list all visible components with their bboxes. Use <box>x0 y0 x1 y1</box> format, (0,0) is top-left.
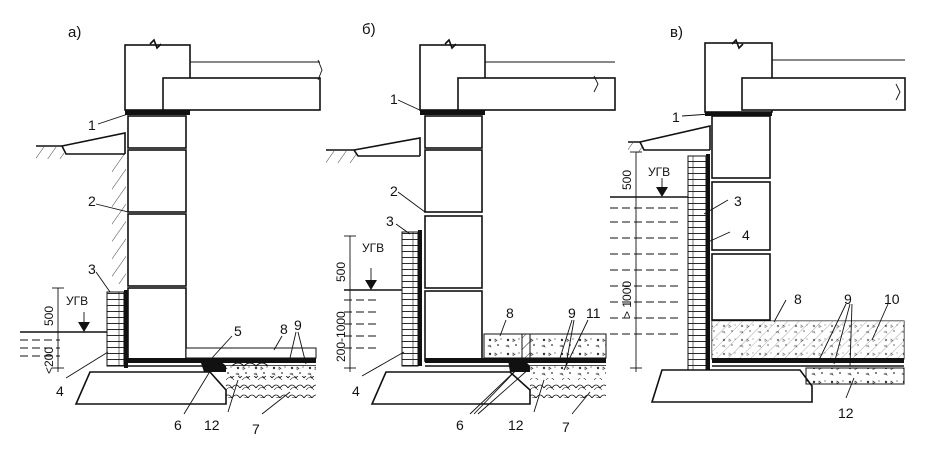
panel-a-floor <box>128 347 317 398</box>
panel-b-label-4: 4 <box>352 383 360 399</box>
panel-b-label-3: 3 <box>386 213 394 229</box>
panel-c-ground <box>628 124 711 153</box>
panel-b: б) <box>326 21 616 435</box>
panel-c-floor <box>711 320 905 385</box>
panel-a-foundation-blocks <box>127 115 187 361</box>
panel-a-label-8: 8 <box>280 321 288 337</box>
panel-c-footing <box>650 369 813 403</box>
panel-b-horizontal-waterproofing <box>420 110 485 115</box>
panel-c-horizontal-waterproofing <box>705 112 772 116</box>
panel-a-label-3: 3 <box>88 261 96 277</box>
panel-a-callouts: 1 2 3 4 5 6 7 8 9 12 <box>56 113 307 437</box>
panel-a-ground <box>36 132 126 284</box>
panel-c-water-label: УГВ <box>648 165 670 179</box>
panel-c-label-3: 3 <box>734 193 742 209</box>
panel-a-label-1: 1 <box>88 117 96 133</box>
panel-c-upper-wall <box>704 38 906 113</box>
panel-b-brick-wall <box>401 231 419 367</box>
panel-a-dimension: 500 <200 <box>42 287 64 374</box>
panel-b-label-9: 9 <box>568 305 576 321</box>
panel-c: в) <box>610 24 906 421</box>
panel-a-title: а) <box>68 24 81 41</box>
panel-b-label-7: 7 <box>562 419 570 435</box>
panel-a-dim-200: <200 <box>42 347 56 374</box>
panel-b-label-8: 8 <box>506 305 514 321</box>
panel-b-water-level: УГВ <box>344 241 402 349</box>
panel-b-dim-500: 500 <box>334 262 348 282</box>
panel-c-dim-1000: > 1000 <box>620 281 634 318</box>
panel-a-water-level: УГВ <box>20 294 107 357</box>
panel-b-label-11: 11 <box>586 305 601 321</box>
panel-b-title: б) <box>362 21 376 38</box>
panel-a-label-5: 5 <box>234 323 242 339</box>
panel-b-label-12: 12 <box>508 417 524 433</box>
panel-b-dim-200-1000: 200-1000 <box>334 311 348 362</box>
panel-c-title: в) <box>670 24 683 41</box>
panel-b-label-2: 2 <box>390 183 398 199</box>
panel-c-dim-500: 500 <box>620 170 634 190</box>
panel-b-label-1: 1 <box>390 91 398 107</box>
panel-c-dimension: 500 > 1000 <box>620 151 642 372</box>
panel-a-water-label: УГВ <box>66 294 88 308</box>
panel-a-brick-wall <box>106 291 125 367</box>
panel-c-label-4: 4 <box>742 227 750 243</box>
panel-c-label-12: 12 <box>838 405 854 421</box>
panel-c-water-level: УГВ <box>610 165 688 335</box>
panel-c-callouts: 1 3 4 8 9 10 12 <box>672 109 900 421</box>
panel-a-horizontal-waterproofing <box>125 110 190 115</box>
panel-b-footing <box>370 371 531 405</box>
panel-b-water-label: УГВ <box>362 241 384 255</box>
panel-a-label-9: 9 <box>294 317 302 333</box>
panel-b-foundation-blocks <box>424 115 483 362</box>
panel-a-label-7: 7 <box>252 421 260 437</box>
panel-c-foundation-blocks <box>711 115 771 321</box>
panel-b-ground <box>326 137 421 163</box>
panel-b-callouts: 1 2 3 4 6 7 8 9 11 12 <box>352 91 601 435</box>
panel-a-dim-500: 500 <box>42 306 56 326</box>
panel-b-upper-wall <box>419 38 616 111</box>
panel-a: а) <box>20 24 323 437</box>
panel-a-label-12: 12 <box>204 417 220 433</box>
panel-c-brick-wall <box>687 155 707 371</box>
panel-b-label-6: 6 <box>456 417 464 433</box>
panel-a-footing <box>74 371 227 405</box>
panel-a-label-6: 6 <box>174 417 182 433</box>
panel-c-label-8: 8 <box>794 291 802 307</box>
panel-a-label-2: 2 <box>88 193 96 209</box>
panel-a-label-4: 4 <box>56 383 64 399</box>
panel-c-label-1: 1 <box>672 109 680 125</box>
panel-c-label-9: 9 <box>844 291 852 307</box>
panel-c-label-10: 10 <box>884 291 900 307</box>
panel-a-upper-wall <box>124 38 323 111</box>
panel-b-dimension: 500 200-1000 <box>334 235 356 372</box>
